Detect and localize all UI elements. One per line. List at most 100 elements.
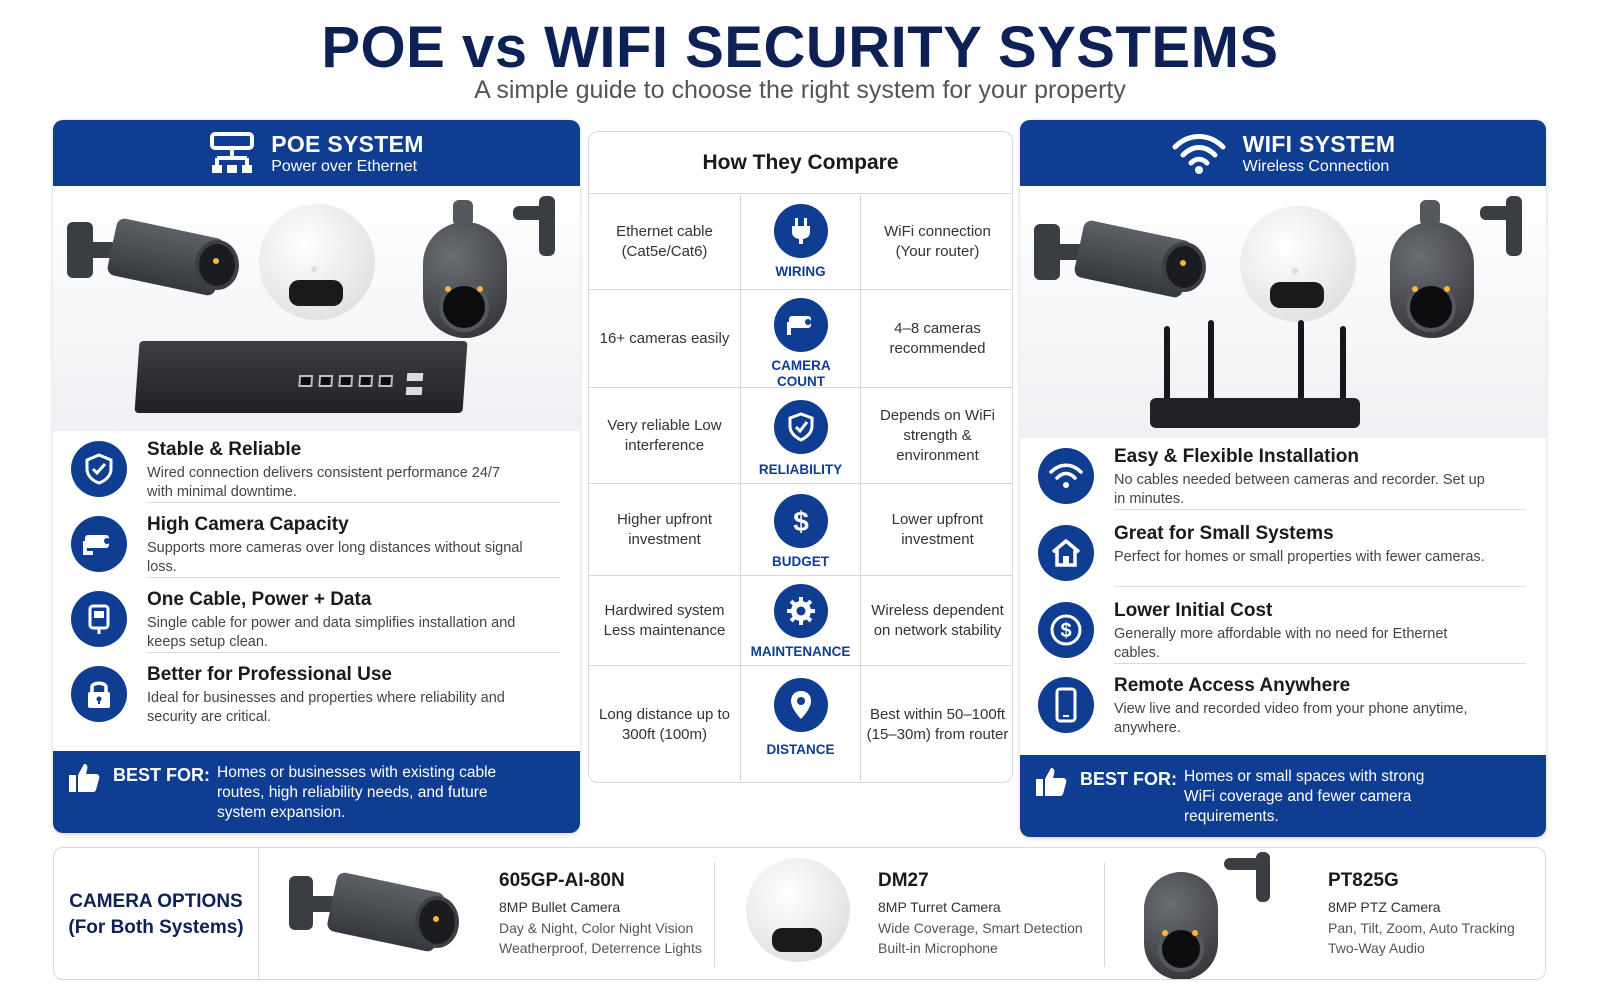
compare-category: MAINTENANCE: [741, 576, 861, 665]
shield-check-icon: [71, 441, 127, 497]
poe-value: Higher upfront investment: [589, 484, 741, 575]
product-type: 8MP PTZ Camera: [1328, 899, 1441, 915]
wifi-feature-remote: Remote Access Anywhere View live and rec…: [1020, 667, 1546, 739]
location-pin-icon: [774, 678, 828, 732]
feature-title: Remote Access Anywhere: [1114, 675, 1351, 696]
turret-camera-image: [1240, 206, 1360, 326]
feature-desc: Generally more affordable with no need f…: [1114, 626, 1448, 661]
best-for-label: BEST FOR:: [113, 765, 210, 785]
wifi-feature-easy: Easy & Flexible Installation No cables n…: [1020, 438, 1546, 510]
dollar-icon: $: [1038, 602, 1094, 658]
poe-product-image: [53, 186, 580, 431]
feature-title: Great for Small Systems: [1114, 523, 1334, 544]
poe-feature-one-cable: One Cable, Power + Data Single cable for…: [53, 581, 580, 653]
compare-category: DISTANCE: [741, 666, 861, 782]
bullet-camera-image: [67, 214, 239, 304]
thumbs-up-icon: [69, 764, 100, 792]
best-for-desc: Homes or businesses with existing cable …: [217, 764, 497, 821]
compare-row-reliability: Very reliable Low interference RELIABILI…: [589, 388, 1012, 484]
ptz-camera-image: [423, 196, 563, 356]
feature-desc: Wired connection delivers consistent per…: [147, 465, 501, 500]
poe-value: Very reliable Low interference: [589, 388, 741, 483]
turret-camera-image: [746, 858, 856, 970]
best-for-label: BEST FOR:: [1080, 769, 1177, 789]
compare-category: CAMERA COUNT: [741, 290, 861, 389]
camera-icon: [774, 298, 828, 352]
wifi-value: Wireless dependent on network stability: [871, 601, 1004, 639]
best-for-desc: Homes or small spaces with strong WiFi c…: [1184, 768, 1425, 825]
wifi-value: Lower upfront investment: [891, 510, 984, 548]
compare-row-distance: Long distance up to 300ft (100m) DISTANC…: [589, 666, 1012, 782]
product-feature: Built-in Microphone: [878, 940, 998, 956]
poe-feature-stable: Stable & Reliable Wired connection deliv…: [53, 431, 580, 503]
product-type: 8MP Turret Camera: [878, 899, 1001, 915]
ptz-camera-image: [1144, 852, 1274, 979]
wifi-product-image: [1020, 186, 1546, 438]
feature-title: Stable & Reliable: [147, 439, 302, 460]
poe-value: Long distance up to 300ft (100m): [589, 666, 741, 782]
camera-options-label: CAMERA OPTIONS (For Both Systems): [54, 848, 259, 979]
poe-title: POE SYSTEM: [271, 130, 424, 157]
product-model: DM27: [878, 870, 929, 891]
product-feature: Weatherproof, Deterrence Lights: [499, 940, 702, 956]
poe-feature-capacity: High Camera Capacity Supports more camer…: [53, 506, 580, 578]
poe-value: 16+ cameras easily: [589, 290, 741, 387]
poe-nvr-image: [134, 341, 468, 413]
poe-best-for: BEST FOR: Homes or businesses with exist…: [53, 751, 580, 833]
category-label: MAINTENANCE: [750, 644, 851, 659]
wifi-best-for: BEST FOR: Homes or small spaces with str…: [1020, 755, 1546, 837]
feature-desc: View live and recorded video from your p…: [1114, 701, 1468, 736]
ethernet-plug-icon: [71, 591, 127, 647]
bullet-camera-image: [289, 866, 459, 966]
gear-icon: [774, 584, 828, 638]
compare-title: How They Compare: [589, 132, 1012, 194]
page-subtitle: A simple guide to choose the right syste…: [474, 76, 1126, 104]
product-feature: Wide Coverage, Smart Detection: [878, 920, 1083, 936]
camera-options-bar: CAMERA OPTIONS (For Both Systems) 605GP-…: [53, 847, 1546, 980]
wifi-value: Best within 50–100ft (15–30m) from route…: [866, 706, 1009, 743]
category-label: RELIABILITY: [758, 462, 843, 477]
product-bullet-camera: 605GP-AI-80N 8MP Bullet Camera Day & Nig…: [259, 848, 719, 979]
category-label: CAMERA COUNT: [771, 358, 831, 389]
compare-category: RELIABILITY: [741, 388, 861, 483]
compare-row-wiring: Ethernet cable (Cat5e/Cat6) WIRING WiFi …: [589, 194, 1012, 290]
wifi-feature-cost: $ Lower Initial Cost Generally more affo…: [1020, 592, 1546, 664]
bullet-camera-image: [1034, 216, 1206, 306]
product-feature: Two-Way Audio: [1328, 940, 1425, 956]
wifi-title: WIFI SYSTEM: [1242, 130, 1396, 157]
product-model: PT825G: [1328, 870, 1399, 891]
poe-value: Hardwired system Less maintenance: [589, 576, 741, 665]
compare-category: WIRING: [741, 194, 861, 289]
wifi-header: WIFI SYSTEM Wireless Connection: [1020, 120, 1546, 186]
camera-options-subtitle: (For Both Systems): [68, 916, 244, 938]
feature-desc: Ideal for businesses and properties wher…: [147, 690, 505, 725]
plug-icon: [774, 204, 828, 258]
category-label: DISTANCE: [766, 742, 835, 757]
poe-value: Ethernet cable (Cat5e/Cat6): [589, 194, 741, 289]
feature-title: One Cable, Power + Data: [147, 589, 372, 610]
dollar-icon: $: [774, 494, 828, 548]
poe-feature-professional: Better for Professional Use Ideal for bu…: [53, 656, 580, 728]
category-label: BUDGET: [772, 554, 829, 569]
wifi-icon: [1172, 134, 1226, 174]
lock-icon: [71, 666, 127, 722]
feature-title: Better for Professional Use: [147, 664, 392, 685]
feature-desc: No cables needed between cameras and rec…: [1114, 472, 1485, 507]
house-icon: [1038, 525, 1094, 581]
compare-table: How They Compare Ethernet cable (Cat5e/C…: [588, 131, 1013, 783]
compare-category: $ BUDGET: [741, 484, 861, 575]
wifi-value: Depends on WiFi strength & environment: [879, 406, 996, 464]
wifi-router-image: [1150, 320, 1360, 436]
turret-camera-image: [259, 204, 379, 324]
product-type: 8MP Bullet Camera: [499, 899, 621, 915]
thumbs-up-icon: [1036, 768, 1067, 796]
wifi-subtitle: Wireless Connection: [1242, 157, 1390, 175]
product-model: 605GP-AI-80N: [499, 870, 625, 891]
poe-panel: POE SYSTEM Power over Ethernet: [53, 120, 580, 833]
feature-title: Lower Initial Cost: [1114, 600, 1273, 621]
poe-header: POE SYSTEM Power over Ethernet: [53, 120, 580, 186]
feature-title: Easy & Flexible Installation: [1114, 446, 1359, 467]
feature-desc: Perfect for homes or small properties wi…: [1114, 549, 1485, 565]
wifi-value: 4–8 cameras recommended: [889, 319, 986, 357]
wifi-icon: [1038, 448, 1094, 504]
